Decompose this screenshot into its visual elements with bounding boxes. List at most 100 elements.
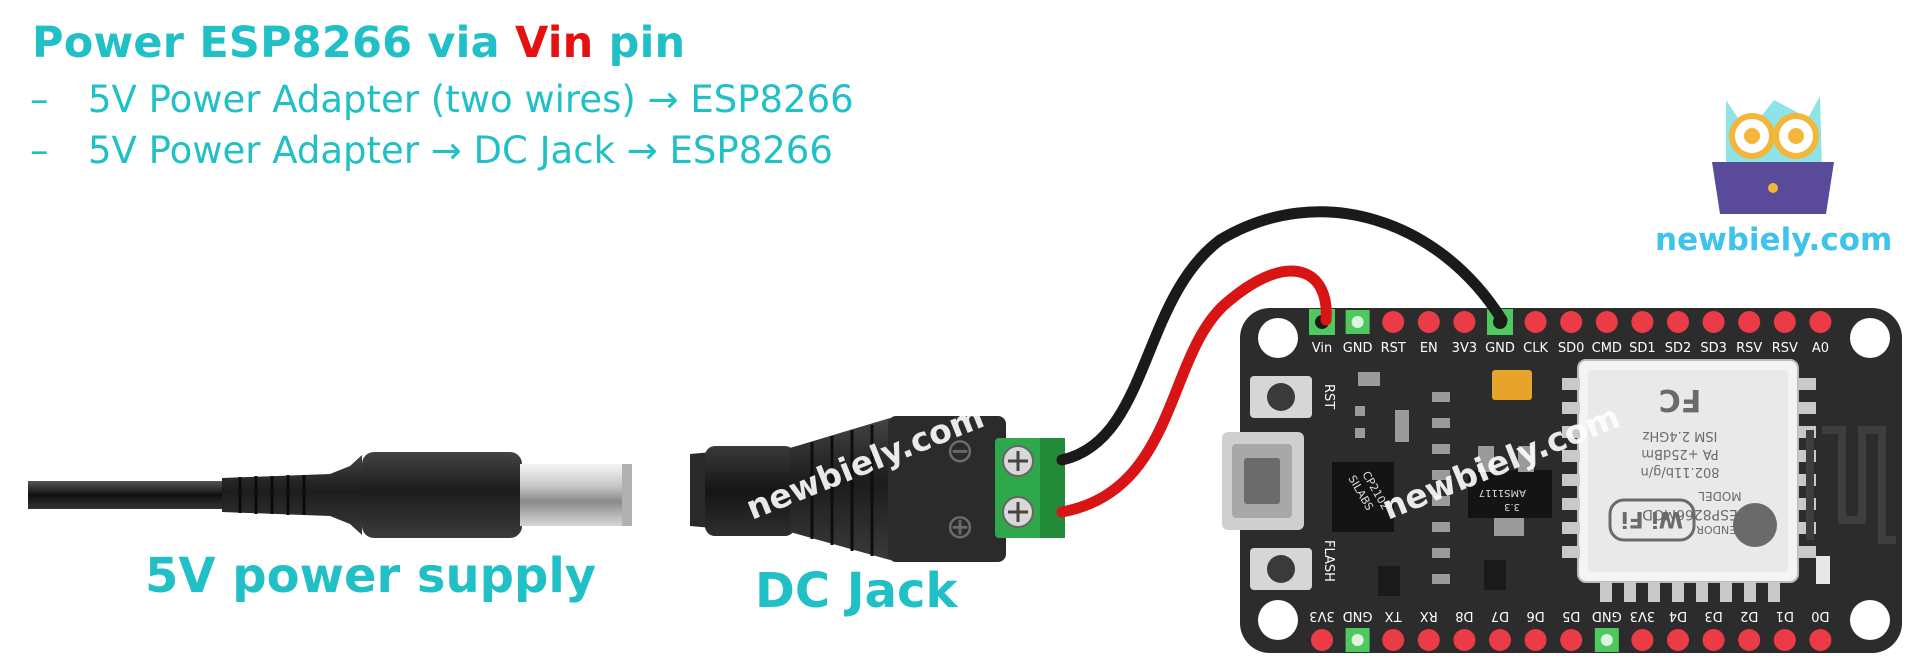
- pin-hole: [1351, 316, 1364, 328]
- pin-pad: [1311, 629, 1333, 651]
- module-brand: FC: [1659, 382, 1702, 417]
- pin-pad: [1738, 629, 1761, 651]
- module-pad: [1562, 546, 1580, 558]
- usb-uart-chip: SILABS CP2102: [1332, 462, 1394, 532]
- module-pad: [1672, 582, 1684, 602]
- dc-jack: ⊖ ⊕: [690, 416, 1065, 562]
- power-cable: [28, 481, 228, 509]
- pin-pad: [1417, 629, 1440, 651]
- logo-text: newbiely.com: [1655, 222, 1893, 258]
- module-pad: [1798, 378, 1816, 390]
- jack-body: [888, 416, 1006, 562]
- pin-label-rst: RST: [1381, 341, 1406, 356]
- bullet-dash: –: [30, 129, 49, 172]
- pin-pad: [1524, 629, 1547, 651]
- module-line-2: PA +25dBm: [1641, 446, 1718, 461]
- title-part1: Power ESP8266 via: [32, 18, 515, 68]
- mounting-hole: [1850, 600, 1890, 640]
- module-model: ESP8266MOD: [1642, 506, 1738, 522]
- module-pad: [1648, 582, 1660, 602]
- pin-label-gnd: GND: [1592, 608, 1622, 623]
- module-pad: [1562, 378, 1580, 390]
- module-pad: [1600, 582, 1612, 602]
- jack-barrel: [705, 446, 795, 536]
- pin-pad: [1809, 311, 1832, 333]
- rst-button: RST: [1250, 376, 1336, 418]
- pin-label-clk: CLK: [1523, 341, 1548, 356]
- pin-pad: [1631, 311, 1654, 333]
- regulator-label-1: AMS1117: [1479, 487, 1526, 498]
- pin-pad: [1489, 629, 1511, 651]
- pin-hole: [1351, 634, 1364, 646]
- pin-label-gnd: GND: [1343, 608, 1373, 623]
- pin-label-d1: D1: [1776, 608, 1794, 623]
- plug-barrel: [520, 464, 630, 526]
- pcb-antenna: [1806, 426, 1896, 544]
- pin-pad: [1773, 311, 1796, 333]
- pin-pad: [1524, 311, 1547, 333]
- esp12-module: FC ISM 2.4GHz PA +25dBm 802.11b/g/n MODE…: [1577, 359, 1799, 583]
- pin-label-gnd: GND: [1485, 341, 1515, 356]
- terminal-side: [1040, 438, 1065, 538]
- pin-pad: [1702, 311, 1725, 333]
- module-line-3: 802.11b/g/n: [1641, 464, 1720, 479]
- capacitor: [1492, 370, 1532, 400]
- pin-label-d0: D0: [1811, 608, 1829, 623]
- terminal-screw-bottom: [1002, 496, 1034, 528]
- pin-pad: [1702, 629, 1725, 651]
- module-model-label: MODEL: [1698, 489, 1742, 503]
- pin-pad: [1382, 311, 1405, 333]
- power-supply-plug: [28, 452, 632, 538]
- module-pad: [1562, 402, 1580, 414]
- pin-label-sd3: SD3: [1700, 341, 1727, 356]
- module-pad: [1562, 522, 1580, 534]
- voltage-regulator: AMS1117 3.3: [1468, 446, 1552, 536]
- pin-pad: [1667, 629, 1689, 651]
- pin-label-en: EN: [1420, 341, 1438, 356]
- wifi-logo: Wi Fi: [1608, 498, 1696, 542]
- pin-label-cmd: CMD: [1592, 341, 1622, 356]
- module-line-1: ISM 2.4GHz: [1642, 428, 1717, 443]
- pin-label-a0: A0: [1812, 341, 1829, 356]
- pin-label-vin: Vin: [1312, 341, 1332, 356]
- module-pad: [1624, 582, 1636, 602]
- bullet-text: 5V Power Adapter → DC Jack → ESP8266: [88, 129, 833, 172]
- pin-label-sd2: SD2: [1665, 341, 1692, 356]
- mounting-hole: [1258, 318, 1298, 358]
- flash-label: FLASH: [1321, 540, 1336, 582]
- red-wire-vin: [1056, 265, 1332, 518]
- pin-label-d4: D4: [1669, 608, 1687, 623]
- module-pad: [1798, 402, 1816, 414]
- bullet-line-2: –5V Power Adapter → DC Jack → ESP8266: [30, 129, 833, 172]
- plug-barrel-tip: [622, 464, 632, 526]
- pin-pad: [1631, 629, 1654, 651]
- title-accent-vin: Vin: [514, 18, 594, 68]
- jack-ridges: [810, 425, 874, 556]
- pin-pad: [1417, 311, 1440, 333]
- pin-pad: [1773, 629, 1796, 651]
- pin-label-3v3: 3V3: [1630, 608, 1655, 623]
- module-pad: [1720, 582, 1732, 602]
- pin-label-3v3: 3V3: [1452, 341, 1477, 356]
- certification-mark: [1733, 503, 1777, 547]
- pin-pad: [1560, 311, 1583, 333]
- pin-hole: [1600, 634, 1613, 646]
- bullet-line-1: –5V Power Adapter (two wires) → ESP8266: [30, 78, 854, 121]
- jack-minus-symbol: ⊖: [946, 431, 975, 471]
- pin-label-rsv: RSV: [1736, 341, 1762, 356]
- owl-logo-icon: [1712, 96, 1834, 214]
- pin-pad: [1667, 311, 1689, 333]
- wifi-logo-text: Wi Fi: [1621, 506, 1683, 531]
- jack-taper: [790, 418, 890, 560]
- pin-pad: [1738, 311, 1761, 333]
- module-pad: [1562, 498, 1580, 510]
- module-pad: [1744, 582, 1756, 602]
- bullet-text: 5V Power Adapter (two wires) → ESP8266: [88, 78, 854, 121]
- pin-label-rx: RX: [1420, 608, 1438, 623]
- pin-label-sd1: SD1: [1629, 341, 1656, 356]
- pin-label-d3: D3: [1704, 608, 1722, 623]
- flash-button: FLASH: [1250, 540, 1336, 590]
- pin-label-gnd: GND: [1343, 341, 1373, 356]
- bullet-dash: –: [30, 78, 49, 121]
